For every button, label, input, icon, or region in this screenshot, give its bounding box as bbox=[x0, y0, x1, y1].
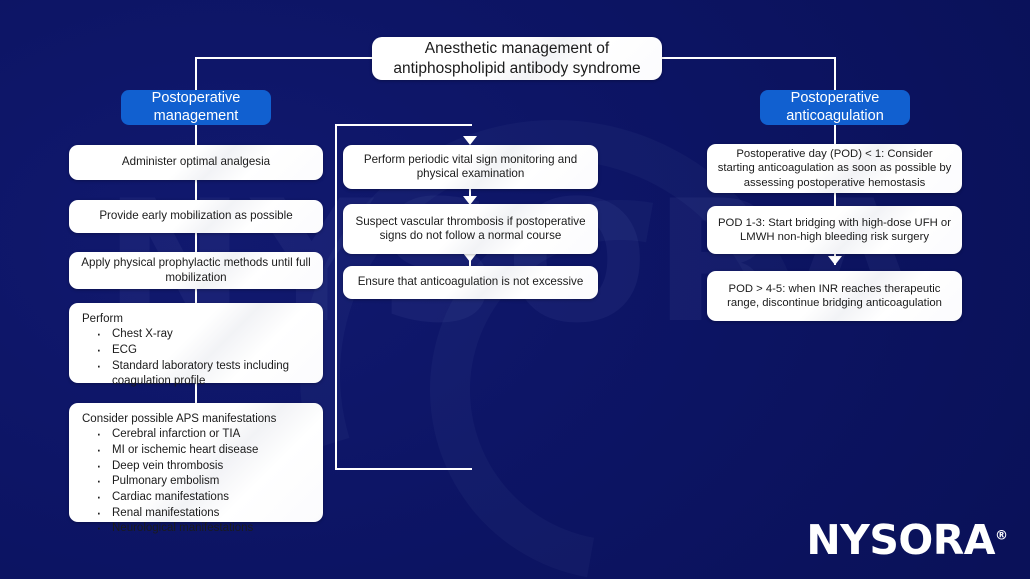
list-item: Pulmonary embolism bbox=[82, 470, 311, 493]
connector-title-to-left-vertical bbox=[195, 57, 197, 90]
list-item: Chest X-ray bbox=[82, 323, 311, 346]
list-item: Standard laboratory tests including coag… bbox=[82, 355, 311, 389]
arrow-bracket-into-middle-box bbox=[463, 136, 477, 145]
left-header-line2: management bbox=[153, 107, 239, 124]
connector-right-1-2 bbox=[834, 192, 836, 206]
left-box-3-text: Apply physical prophylactic methods unti… bbox=[81, 256, 311, 284]
right-box-pod-1-3-bridging: POD 1-3: Start bridging with high-dose U… bbox=[707, 206, 962, 254]
connector-left-spine-4 bbox=[195, 382, 197, 403]
right-box-3-text: POD > 4-5: when INR reaches therapeutic … bbox=[727, 282, 942, 309]
right-box-1-text: Postoperative day (POD) < 1: Consider st… bbox=[717, 148, 952, 189]
diagram-title-box: Anesthetic management of antiphospholipi… bbox=[372, 37, 662, 80]
connector-right-header-to-boxes bbox=[834, 124, 836, 144]
left-box-1-text: Administer optimal analgesia bbox=[121, 155, 271, 169]
connector-bracket-left-to-middle bbox=[335, 124, 472, 470]
arrow-right-2-to-3 bbox=[828, 256, 842, 265]
list-item: ECG bbox=[82, 339, 311, 362]
left-box-physical-prophylaxis: Apply physical prophylactic methods unti… bbox=[69, 252, 323, 289]
right-box-pod-4-5-discontinue: POD > 4-5: when INR reaches therapeutic … bbox=[707, 271, 962, 321]
middle-box-anticoagulation-not-excessive: Ensure that anticoagulation is not exces… bbox=[343, 266, 598, 299]
diagram-title-line2: antiphospholipid antibody syndrome bbox=[393, 59, 641, 77]
left-box-aps-manifestations: Consider possible APS manifestations Cer… bbox=[69, 403, 323, 540]
aps-bullet-list: Cerebral infarction or TIA MI or ischemi… bbox=[82, 423, 311, 540]
left-box-administer-analgesia: Administer optimal analgesia bbox=[69, 145, 323, 180]
left-header-line1: Postoperative bbox=[151, 90, 241, 107]
registered-trademark-icon: ® bbox=[995, 528, 1008, 544]
middle-box-suspect-thrombosis: Suspect vascular thrombosis if postopera… bbox=[343, 204, 598, 254]
right-box-2-text: POD 1-3: Start bridging with high-dose U… bbox=[718, 216, 951, 243]
connector-left-spine-2 bbox=[195, 232, 197, 253]
connector-title-to-left-horizontal bbox=[196, 57, 374, 59]
right-box-pod-less-than-1: Postoperative day (POD) < 1: Consider st… bbox=[707, 144, 962, 193]
right-header-line1: Postoperative bbox=[790, 90, 880, 107]
connector-left-spine-3 bbox=[195, 288, 197, 309]
connector-left-header-to-boxes bbox=[195, 124, 197, 146]
arrow-middle-1-to-2 bbox=[463, 196, 477, 205]
middle-box-3-text: Ensure that anticoagulation is not exces… bbox=[357, 275, 584, 289]
aps-heading: Consider possible APS manifestations bbox=[82, 413, 277, 425]
list-item: Neurological manifestations bbox=[82, 517, 311, 540]
list-item: Cerebral infarction or TIA bbox=[82, 423, 311, 446]
middle-box-2-text: Suspect vascular thrombosis if postopera… bbox=[355, 214, 586, 242]
left-box-perform-tests: Perform Chest X-ray ECG Standard laborat… bbox=[69, 303, 323, 387]
diagram-title-line1: Anesthetic management of bbox=[424, 40, 610, 58]
list-item: Deep vein thrombosis bbox=[82, 455, 311, 478]
perform-bullet-list: Chest X-ray ECG Standard laboratory test… bbox=[82, 323, 311, 389]
column-header-postoperative-anticoagulation: Postoperative anticoagulation bbox=[760, 90, 910, 125]
middle-box-vital-sign-monitoring: Perform periodic vital sign monitoring a… bbox=[343, 145, 598, 189]
perform-heading: Perform bbox=[82, 313, 123, 325]
left-box-2-text: Provide early mobilization as possible bbox=[99, 209, 293, 223]
list-item: Cardiac manifestations bbox=[82, 486, 311, 509]
middle-box-1-text: Perform periodic vital sign monitoring a… bbox=[363, 152, 578, 180]
nysora-logo-text: NYSORA bbox=[806, 516, 995, 564]
connector-title-to-right-horizontal bbox=[660, 57, 836, 59]
nysora-logo: NYSORA® bbox=[806, 520, 1008, 561]
column-header-postoperative-management: Postoperative management bbox=[121, 90, 271, 125]
list-item: MI or ischemic heart disease bbox=[82, 439, 311, 462]
right-header-line2: anticoagulation bbox=[786, 107, 884, 124]
connector-title-to-right-vertical bbox=[834, 57, 836, 90]
connector-left-spine-1 bbox=[195, 179, 197, 201]
arrow-middle-2-to-3 bbox=[463, 253, 477, 262]
list-item: Renal manifestations bbox=[82, 502, 311, 525]
left-box-early-mobilization: Provide early mobilization as possible bbox=[69, 200, 323, 233]
